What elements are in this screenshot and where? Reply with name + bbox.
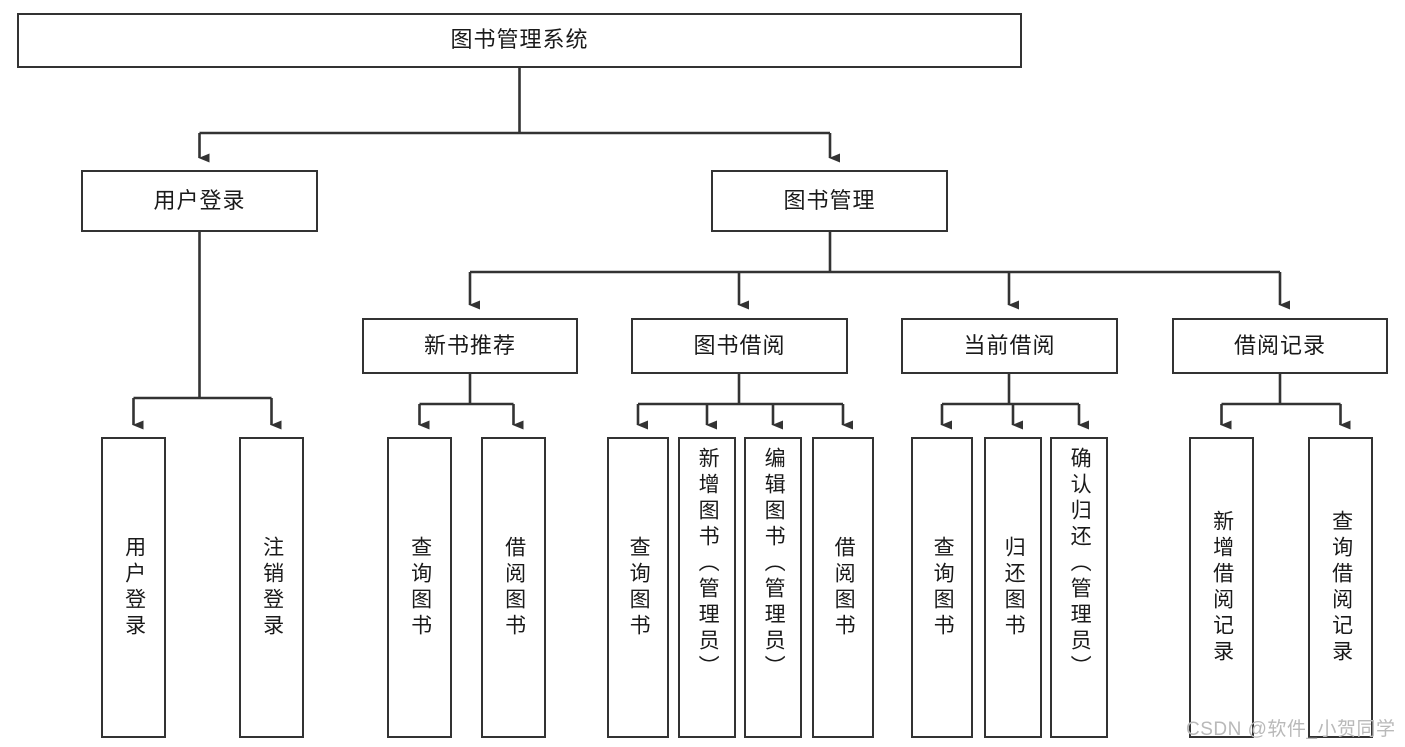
node-leaf-query-book-1-label: 查询图书 <box>408 535 432 640</box>
node-leaf-query-book-3[interactable]: 查询图书 <box>911 437 973 738</box>
node-leaf-query-record[interactable]: 查询借阅记录 <box>1308 437 1373 738</box>
node-leaf-borrow-book-1[interactable]: 借阅图书 <box>481 437 546 738</box>
node-leaf-add-record[interactable]: 新增借阅记录 <box>1189 437 1254 738</box>
node-leaf-query-book-1[interactable]: 查询图书 <box>387 437 452 738</box>
node-new-book-recommend[interactable]: 新书推荐 <box>362 318 578 374</box>
node-borrow-record-label: 借阅记录 <box>1233 332 1326 358</box>
node-current-borrow-label: 当前借阅 <box>963 332 1056 358</box>
node-leaf-confirm-return-label: 确认归还（管理员） <box>1068 447 1092 681</box>
node-book-manage-label: 图书管理 <box>783 187 876 213</box>
node-current-borrow[interactable]: 当前借阅 <box>901 318 1118 374</box>
node-leaf-user-login[interactable]: 用户登录 <box>101 437 166 738</box>
node-leaf-confirm-return[interactable]: 确认归还（管理员） <box>1050 437 1108 738</box>
node-leaf-user-logout-label: 注销登录 <box>260 535 284 640</box>
node-leaf-edit-book[interactable]: 编辑图书（管理员） <box>744 437 802 738</box>
node-book-manage[interactable]: 图书管理 <box>711 170 948 232</box>
node-leaf-edit-book-label: 编辑图书（管理员） <box>762 447 786 681</box>
node-leaf-borrow-book-1-label: 借阅图书 <box>502 535 526 640</box>
node-leaf-query-book-3-label: 查询图书 <box>931 535 955 640</box>
node-new-book-recommend-label: 新书推荐 <box>423 332 516 358</box>
node-leaf-return-book-label: 归还图书 <box>1002 535 1026 640</box>
node-leaf-user-logout[interactable]: 注销登录 <box>239 437 304 738</box>
node-root[interactable]: 图书管理系统 <box>17 13 1022 68</box>
node-root-label: 图书管理系统 <box>450 27 589 53</box>
node-leaf-query-record-label: 查询借阅记录 <box>1329 509 1353 666</box>
node-leaf-add-book-label: 新增图书（管理员） <box>696 447 720 681</box>
node-leaf-query-book-2-label: 查询图书 <box>627 535 651 640</box>
node-leaf-borrow-book-2[interactable]: 借阅图书 <box>812 437 874 738</box>
node-borrow-record[interactable]: 借阅记录 <box>1172 318 1388 374</box>
node-user-login[interactable]: 用户登录 <box>81 170 318 232</box>
node-leaf-user-login-label: 用户登录 <box>122 535 146 640</box>
node-leaf-return-book[interactable]: 归还图书 <box>984 437 1042 738</box>
node-user-login-label: 用户登录 <box>153 187 246 213</box>
node-leaf-add-record-label: 新增借阅记录 <box>1210 509 1234 666</box>
node-book-borrow-label: 图书借阅 <box>693 332 786 358</box>
node-book-borrow[interactable]: 图书借阅 <box>631 318 848 374</box>
node-leaf-borrow-book-2-label: 借阅图书 <box>832 535 856 640</box>
node-leaf-query-book-2[interactable]: 查询图书 <box>607 437 669 738</box>
node-leaf-add-book[interactable]: 新增图书（管理员） <box>678 437 736 738</box>
